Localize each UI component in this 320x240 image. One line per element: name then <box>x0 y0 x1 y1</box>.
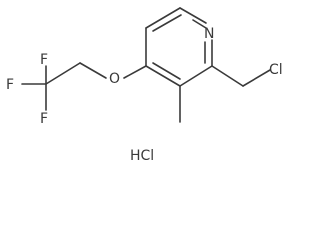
bond-o-ch2 <box>79 62 107 79</box>
bond-ch2-cf3 <box>45 62 81 85</box>
bond-c4-o <box>123 65 147 79</box>
bond-c6-n-upper <box>179 7 207 24</box>
salt-label: HCl <box>130 148 154 164</box>
atom-label-o: O <box>109 71 120 87</box>
double-bond-c5-c6 <box>152 14 182 32</box>
pyridine-ring <box>145 7 213 87</box>
bond-c3-c4 <box>145 65 181 87</box>
trifluoroethoxy-group <box>21 62 147 111</box>
atom-label-n: N <box>204 26 214 42</box>
chloromethyl-group <box>211 65 271 87</box>
bond-ch2-cl <box>242 69 271 87</box>
atom-label-f-left: F <box>6 77 14 93</box>
bond-c2-c3 <box>179 65 213 87</box>
bond-c6-n <box>192 19 207 29</box>
chemical-structure: N Cl O F F F HCl <box>6 7 283 164</box>
atom-label-f-bottom: F <box>40 111 48 127</box>
double-bond-c3-c4 <box>152 62 181 80</box>
atom-label-f-top: F <box>40 52 48 68</box>
bond-c5-c6 <box>145 7 181 29</box>
bond-c2-ch2 <box>211 65 244 87</box>
atom-label-cl: Cl <box>269 62 283 78</box>
